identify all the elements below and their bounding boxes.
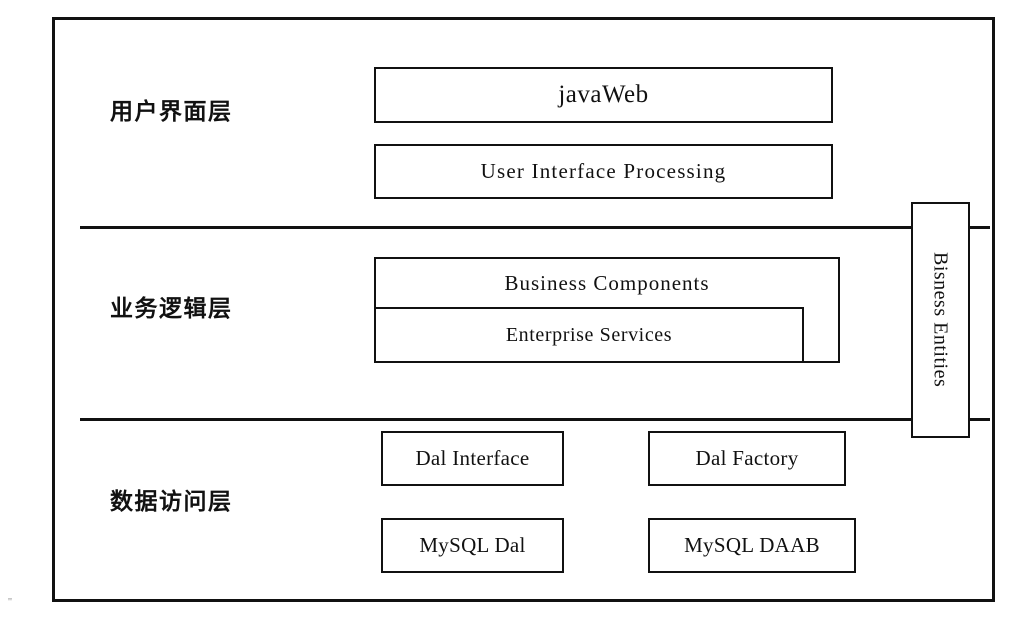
component-box-dal-factory: Dal Factory (648, 431, 846, 486)
component-label-mysql-dal: MySQL Dal (419, 532, 526, 557)
component-box-bisness-entities: Bisness Entities (911, 202, 970, 438)
scan-artifact-mark: '' (8, 596, 12, 608)
layer-divider-ui-business (80, 226, 990, 229)
component-label-javaweb: javaWeb (558, 81, 649, 109)
layer-divider-business-data (80, 418, 990, 421)
component-box-javaweb: javaWeb (374, 67, 833, 123)
component-label-dal-interface: Dal Interface (415, 445, 530, 470)
component-box-mysql-daab: MySQL DAAB (648, 518, 856, 573)
component-label-dal-factory: Dal Factory (695, 445, 799, 470)
component-box-dal-interface: Dal Interface (381, 431, 564, 486)
component-box-user-interface-processing: User Interface Processing (374, 144, 833, 199)
layer-label-data-access: 数据访问层 (110, 488, 233, 515)
layer-label-business: 业务逻辑层 (110, 295, 233, 322)
component-label-bisness-entities: Bisness Entities (929, 252, 952, 388)
component-label-enterprise-services: Enterprise Services (505, 324, 673, 346)
component-box-enterprise-services: Enterprise Services (374, 307, 804, 363)
component-label-mysql-daab: MySQL DAAB (684, 532, 820, 557)
layer-label-ui: 用户界面层 (110, 98, 233, 125)
component-label-business-components: Business Components (504, 271, 710, 295)
component-box-mysql-dal: MySQL Dal (381, 518, 564, 573)
component-label-user-interface-processing: User Interface Processing (480, 158, 727, 183)
